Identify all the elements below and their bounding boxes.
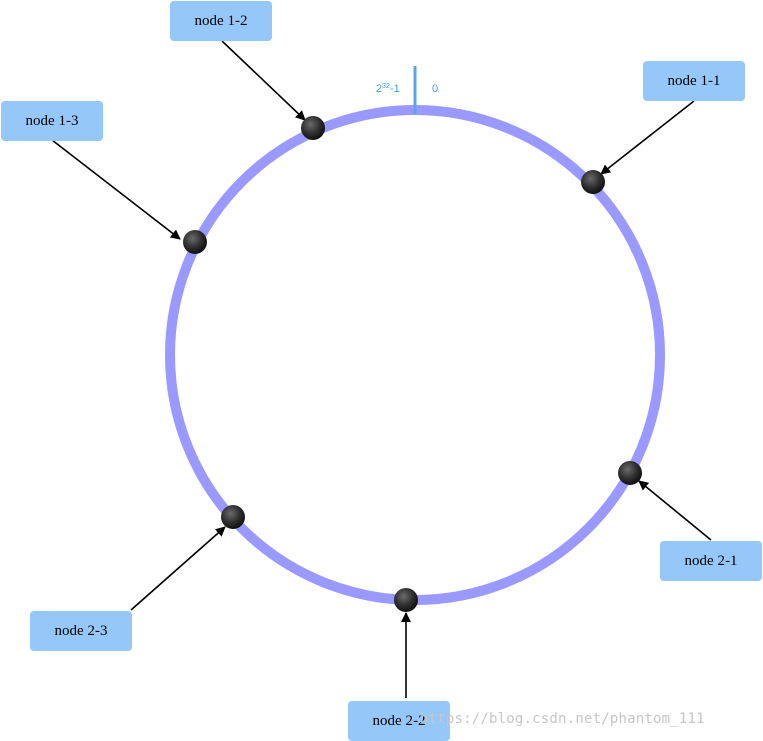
node-dot-1-2	[301, 116, 325, 140]
node-box-1-2: node 1-2	[170, 1, 272, 41]
node-box-2-2: node 2-2	[348, 701, 450, 741]
ring-max-base: 2	[376, 83, 383, 95]
node-dot-1-3	[183, 230, 207, 254]
arrow-node-1-3	[51, 139, 181, 240]
ring-max-suffix: -1	[389, 83, 400, 95]
node-box-2-3: node 2-3	[30, 611, 132, 651]
ring-max-label: 232-1	[376, 83, 400, 95]
ring-max-exponent: 32	[382, 83, 390, 90]
node-dot-2-1	[618, 461, 642, 485]
node-dot-1-1	[581, 170, 605, 194]
arrow-node-2-3	[130, 526, 226, 611]
ring-zero-label: 0	[432, 83, 439, 95]
arrow-node-2-1	[638, 480, 712, 541]
node-box-2-1: node 2-1	[660, 541, 762, 581]
watermark-text: https://blog.csdn.net/phantom_111	[420, 711, 705, 727]
node-dot-2-2	[394, 588, 418, 612]
arrow-node-1-1	[600, 100, 695, 175]
node-box-1-3: node 1-3	[1, 101, 103, 141]
arrow-node-1-2	[221, 40, 306, 121]
node-dot-2-3	[221, 505, 245, 529]
node-box-1-1: node 1-1	[643, 61, 745, 101]
